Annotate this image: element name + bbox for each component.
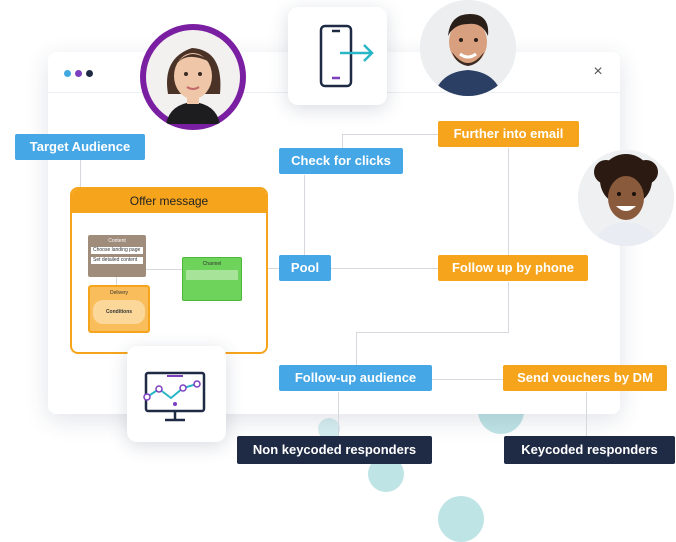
window-dot-icon [64, 70, 71, 77]
monitor-chart-card [127, 346, 226, 442]
connector [338, 392, 339, 436]
offer-message-title: Offer message [72, 189, 266, 213]
man-avatar [420, 0, 516, 96]
target-audience-node[interactable]: Target Audience [15, 134, 145, 160]
further-into-email-node[interactable]: Further into email [438, 121, 579, 147]
connector [342, 134, 440, 135]
close-icon[interactable]: × [593, 63, 603, 80]
connector [356, 332, 509, 333]
check-for-clicks-node[interactable]: Check for clicks [279, 148, 403, 174]
offer-message-panel[interactable]: Offer message Content Choose landing pag… [70, 187, 268, 354]
channel-card-title: Channel [202, 261, 222, 267]
non-keycoded-responders-node[interactable]: Non keycoded responders [237, 436, 432, 464]
conditions-button[interactable]: Conditions [93, 300, 145, 324]
connector [146, 269, 182, 270]
follow-up-by-phone-node[interactable]: Follow up by phone [438, 255, 588, 281]
channel-row [186, 270, 238, 280]
monitor-chart-icon [143, 371, 206, 422]
connector [586, 392, 587, 436]
curly-man-avatar [578, 150, 674, 246]
decor-circle [438, 496, 484, 542]
content-card[interactable]: Content Choose landing page Set detailed… [88, 235, 146, 277]
content-card-title: Content [108, 238, 126, 244]
connector [508, 282, 509, 332]
connector [80, 160, 81, 188]
connector [356, 332, 357, 366]
connector [304, 175, 305, 257]
decor-circle [318, 418, 340, 440]
delivery-card-title: Delivery [109, 290, 129, 296]
phone-share-card [288, 7, 387, 105]
connector [116, 277, 117, 285]
connector [330, 268, 440, 269]
window-dot-icon [86, 70, 93, 77]
connector [342, 134, 343, 150]
follow-up-audience-node[interactable]: Follow-up audience [279, 365, 432, 391]
content-row: Set detailed content [91, 257, 143, 264]
channel-card[interactable]: Channel [182, 257, 242, 301]
pool-node[interactable]: Pool [279, 255, 331, 281]
delivery-card[interactable]: Delivery Conditions [88, 285, 150, 333]
keycoded-responders-node[interactable]: Keycoded responders [504, 436, 675, 464]
phone-share-icon [319, 24, 374, 88]
connector [432, 379, 504, 380]
connector [508, 148, 509, 256]
woman-avatar [140, 24, 246, 130]
send-vouchers-by-dm-node[interactable]: Send vouchers by DM [503, 365, 667, 391]
content-row: Choose landing page [91, 247, 143, 254]
window-dot-icon [75, 70, 82, 77]
